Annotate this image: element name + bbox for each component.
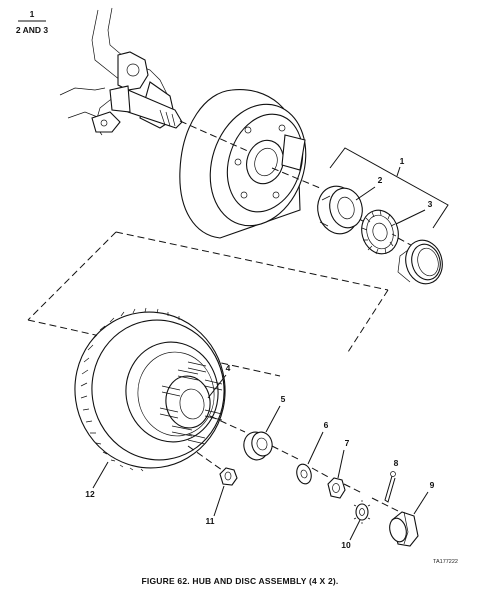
callout-8: 8: [394, 458, 399, 468]
bearing-rollers-part-3: [361, 209, 399, 255]
callout-10: 10: [341, 519, 361, 550]
assembly-dashed-connectors: [27, 231, 389, 377]
callout-2-text: 2: [378, 175, 383, 185]
bearing-cone-part-2: [317, 185, 363, 235]
callout-8-text: 8: [394, 458, 399, 468]
callout-5-text: 5: [281, 394, 286, 404]
callout-12-text: 12: [85, 489, 95, 499]
upper-rotor: [179, 89, 307, 239]
callout-6-text: 6: [324, 420, 329, 430]
callout-10-text: 10: [341, 540, 351, 550]
hub-disc-part-12: [74, 307, 226, 472]
nut-part-7: [327, 477, 346, 499]
bearing-part-5: [243, 431, 273, 461]
steering-knuckle-spindle: [59, 7, 183, 136]
cotter-pin-part-8: [384, 471, 396, 503]
callout-9: 9: [413, 480, 435, 515]
callout-7-text: 7: [345, 438, 350, 448]
callout-9-text: 9: [430, 480, 435, 490]
bearing-cup-part-1: [397, 239, 443, 285]
callout-bracket-1: 1: [329, 147, 449, 229]
dust-cap-part-9: [389, 511, 419, 547]
callout-5: 5: [265, 394, 286, 433]
washer-part-6: [296, 463, 312, 485]
figure-caption: FIGURE 62. HUB AND DISC ASSEMBLY (4 X 2)…: [142, 576, 339, 586]
callout-6: 6: [307, 420, 329, 465]
reference-callout: 1 2 AND 3: [16, 9, 49, 35]
lug-nut-part-11: [219, 467, 238, 486]
callout-2: 2: [355, 175, 383, 201]
callout-1-text: 1: [400, 156, 405, 166]
callout-7: 7: [337, 438, 350, 479]
callout-3-text: 3: [428, 199, 433, 209]
lock-washer-part-10: [353, 500, 371, 524]
wheel-studs: [159, 361, 223, 445]
callout-4: 4: [207, 363, 231, 399]
callout-3: 3: [395, 199, 433, 225]
lower-centerline: [187, 415, 401, 513]
reference-top-text: 1: [30, 9, 35, 19]
callout-12: 12: [85, 461, 109, 499]
callout-4-text: 4: [226, 363, 231, 373]
figure-id: TA177222: [433, 559, 458, 565]
callout-11: 11: [206, 485, 225, 526]
reference-bottom-text: 2 AND 3: [16, 25, 49, 35]
callout-11-text: 11: [206, 516, 215, 526]
